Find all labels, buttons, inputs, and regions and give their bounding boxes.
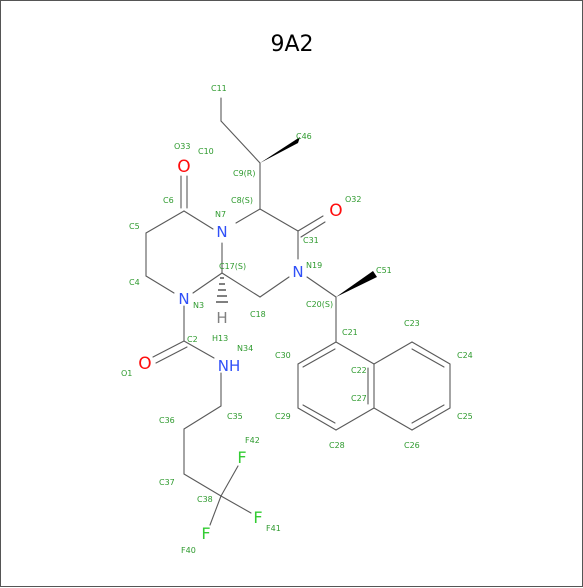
atom-n7: N — [216, 223, 227, 241]
label-n34: N34 — [237, 344, 253, 353]
bond-c25-c26-inner — [411, 404, 445, 424]
label-c4: C4 — [129, 278, 140, 287]
label-o32: O32 — [345, 195, 361, 204]
label-c11: C11 — [211, 84, 227, 93]
atom-o-c2: O — [138, 354, 151, 374]
label-n7: N7 — [215, 210, 226, 219]
label-c25: C25 — [457, 412, 473, 421]
bond-c31-o-a — [297, 215, 324, 232]
bond-c29-c28 — [297, 407, 337, 431]
label-c38: C38 — [197, 495, 213, 504]
bond-c2-o-a — [152, 340, 185, 358]
atom-f40: F — [201, 524, 210, 543]
bond-c18-c17 — [221, 272, 261, 298]
bond-c22-c23 — [373, 341, 413, 365]
bond-c10-c9 — [220, 120, 261, 164]
bond-c35-c36 — [183, 405, 222, 430]
label-c10: C10 — [198, 147, 214, 156]
atom-n19: N — [292, 263, 303, 281]
label-c20: C20(S) — [306, 300, 333, 309]
bond-c23-c24-inner — [411, 348, 445, 368]
label-f42: F42 — [245, 436, 260, 445]
label-c23: C23 — [404, 319, 420, 328]
label-c9: C9(R) — [233, 169, 255, 178]
label-h13: H13 — [212, 334, 228, 343]
label-c21: C21 — [342, 328, 358, 337]
label-c22: C22 — [351, 366, 367, 375]
bond-c8-c31 — [259, 208, 299, 232]
label-c28: C28 — [329, 441, 345, 450]
atom-f41: F — [253, 508, 262, 527]
label-c2: C2 — [187, 335, 198, 344]
bond-c37-c38 — [183, 473, 222, 497]
bond-c2-n34 — [183, 340, 215, 359]
bond-c38-f40 — [209, 495, 222, 526]
bond-n7-c6 — [183, 210, 214, 230]
label-o33: O33 — [174, 142, 190, 151]
label-c24: C24 — [457, 351, 473, 360]
bond-c21-c30-inner — [302, 348, 336, 368]
bond-c25-c26 — [411, 407, 451, 431]
label-f41: F41 — [266, 524, 281, 533]
atom-nh: NH — [218, 357, 241, 375]
bond-c38-f42 — [220, 465, 239, 497]
label-c17: C17(S) — [219, 262, 246, 271]
bonds — [145, 97, 451, 526]
label-c26: C26 — [404, 441, 420, 450]
molecule-title: 9A2 — [270, 32, 313, 57]
hash-c17-h — [216, 277, 228, 303]
label-f40: F40 — [181, 546, 196, 555]
atom-o-c6: O — [177, 157, 190, 177]
bond-c4-n3 — [145, 275, 175, 294]
bond-c31-o-b — [300, 221, 326, 238]
label-c37: C37 — [159, 478, 175, 487]
bond-c6-c5 — [145, 210, 185, 234]
label-c31: C31 — [303, 236, 319, 245]
bond-n3-c17 — [192, 272, 223, 294]
bond-c2-o-b — [155, 346, 188, 364]
label-c27: C27 — [351, 394, 367, 403]
bond-c22-c21 — [335, 341, 375, 365]
label-c5: C5 — [129, 222, 140, 231]
bond-c23-c24 — [411, 341, 451, 365]
label-c6: C6 — [163, 196, 174, 205]
bond-c29-c28-inner — [302, 404, 336, 424]
bond-c28-c27 — [335, 407, 375, 431]
atom-symbols: O O O N N N NH H F F F — [138, 157, 342, 543]
atom-o-c31: O — [329, 201, 342, 221]
bond-n19-c18 — [259, 276, 290, 298]
label-c30: C30 — [275, 351, 291, 360]
atom-labels: C11 C46 O33 C10 C9(R) C6 C8(S) O32 C5 N7… — [121, 84, 473, 555]
bond-n19-c20 — [306, 276, 337, 298]
label-n19: N19 — [306, 261, 322, 270]
wedge-c9-c46 — [260, 137, 300, 163]
bond-c38-f41 — [220, 495, 252, 514]
label-c35: C35 — [227, 412, 243, 421]
label-c18: C18 — [250, 310, 266, 319]
label-c36: C36 — [159, 416, 175, 425]
label-c46: C46 — [296, 132, 312, 141]
atom-n3: N — [178, 290, 189, 308]
atom-f42: F — [237, 448, 246, 467]
label-c51: C51 — [376, 266, 392, 275]
label-n3: N3 — [193, 301, 204, 310]
bond-c26-c27 — [373, 407, 413, 431]
atom-h-c17: H — [216, 309, 227, 327]
label-c29: C29 — [275, 412, 291, 421]
bond-c21-c30 — [297, 341, 337, 365]
label-c8: C8(S) — [231, 196, 253, 205]
wedge-c20-c51 — [336, 271, 377, 297]
bond-c8-n7 — [235, 208, 261, 224]
label-o1: O1 — [121, 369, 132, 378]
